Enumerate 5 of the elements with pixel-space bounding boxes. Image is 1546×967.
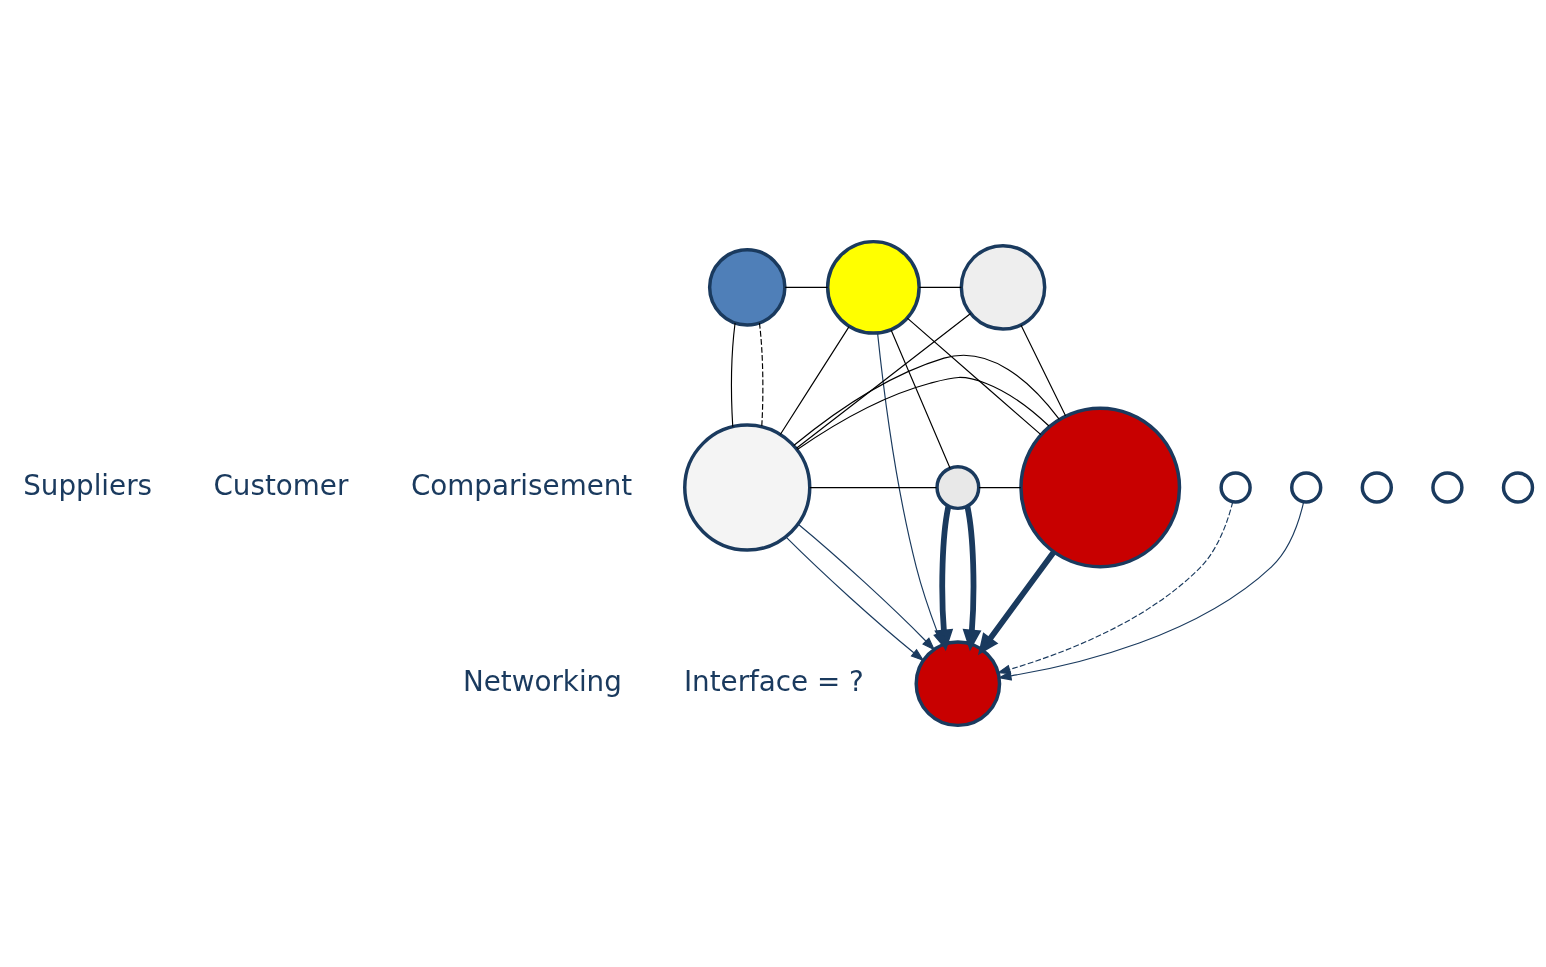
label: Interface = ? [683, 664, 864, 698]
label: Suppliers [23, 468, 153, 502]
label: Comparisement [410, 468, 633, 502]
label: Customer [213, 468, 349, 502]
label: Networking [462, 664, 622, 698]
